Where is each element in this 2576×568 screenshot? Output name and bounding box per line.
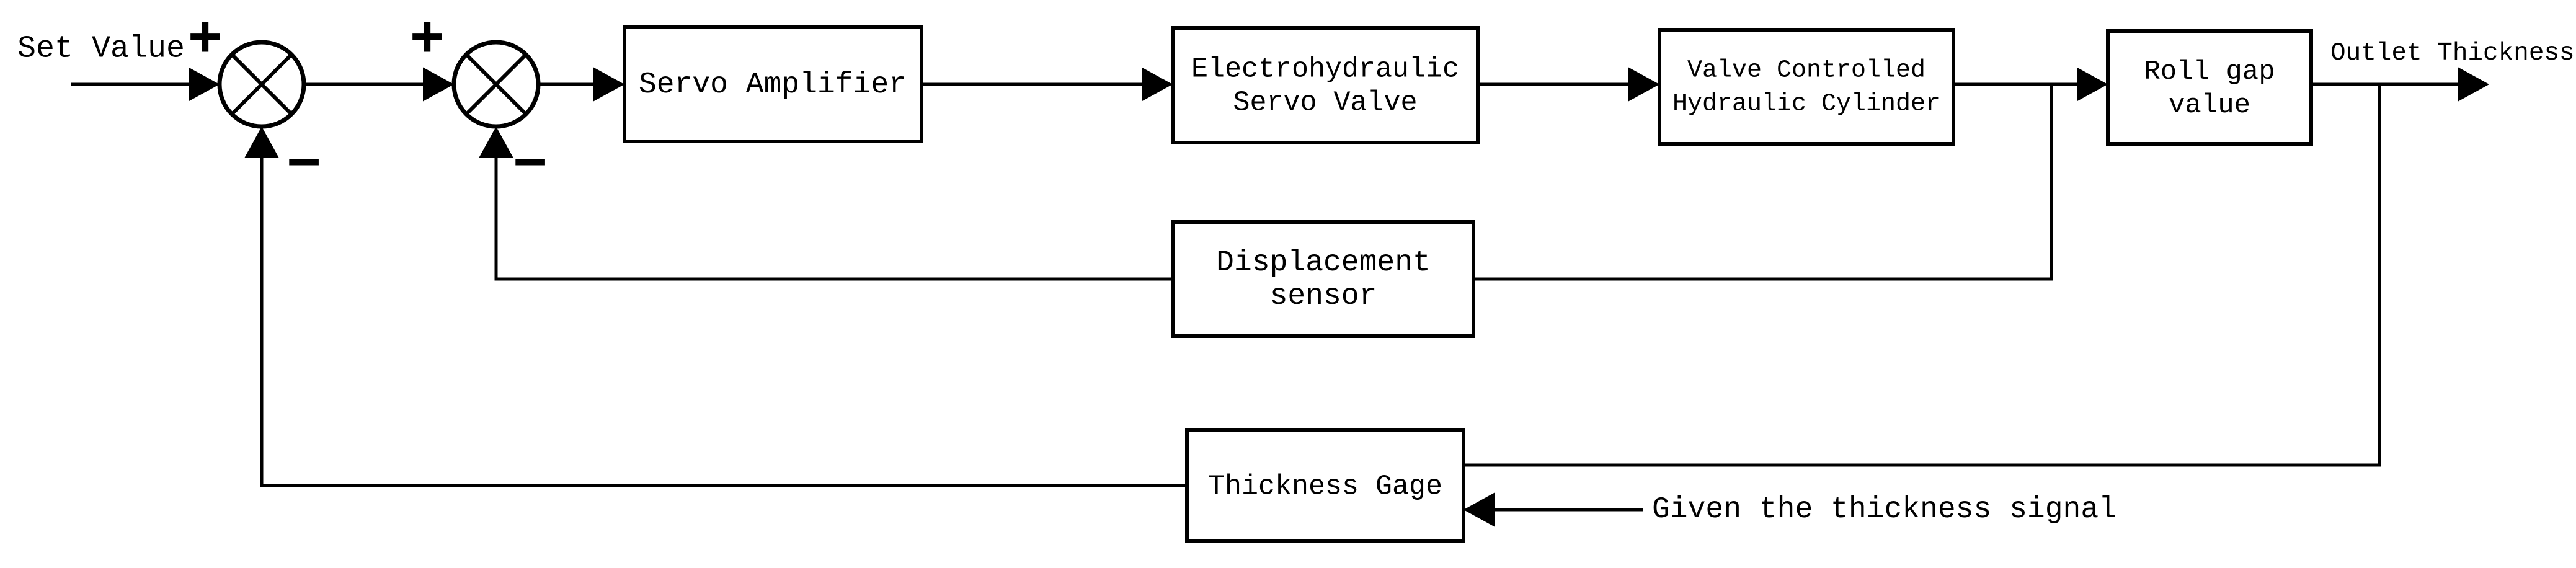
- cylinder-output-to-displacement-sensor-line: [1473, 84, 2053, 281]
- sum-cross-icon: [464, 53, 528, 116]
- set-value-label: Set Value: [17, 32, 185, 67]
- junction1-minus-sign: −: [286, 133, 321, 200]
- displacement-sensor-label-line1: Displacement: [1216, 246, 1431, 280]
- displacement-sensor-box: [1171, 220, 1475, 338]
- displacement-sensor-to-junction2-arrow: [479, 126, 1173, 281]
- block-displacement-sensor: Displacement sensor: [1171, 220, 1475, 338]
- block-electrohydraulic-servo-valve: Electrohydraulic Servo Valve: [1171, 26, 1480, 144]
- servo-amplifier-box: [623, 25, 923, 143]
- roll-gap-value-box: [2106, 29, 2313, 146]
- thickness-gage-to-junction1-arrow: [244, 126, 1187, 487]
- displacement-sensor-label-line2: sensor: [1270, 280, 1377, 313]
- valve-controlled-hydraulic-cylinder-box: [1658, 28, 1955, 146]
- electrohydraulic-servo-valve-box: [1171, 26, 1480, 144]
- junction2-plus-sign: +: [409, 7, 445, 74]
- electrohydraulic-servo-valve-label-line1: Electrohydraulic: [1191, 54, 1459, 86]
- outlet-thickness-label: Outlet Thickness: [2330, 39, 2575, 68]
- block-valve-controlled-hydraulic-cylinder: Valve Controlled Hydraulic Cylinder: [1658, 28, 1955, 146]
- roll-gap-value-label-line1: Roll gap: [2144, 56, 2275, 87]
- block-thickness-gage: Thickness Gage: [1185, 428, 1465, 543]
- servo-amplifier-label: Servo Amplifier: [639, 68, 907, 102]
- valve-controlled-hydraulic-cylinder-label-line2: Hydraulic Cylinder: [1672, 91, 1940, 118]
- junction1-plus-sign: +: [187, 7, 223, 74]
- thickness-gage-label: Thickness Gage: [1208, 471, 1442, 503]
- thickness-gage-box: [1185, 428, 1465, 543]
- electrohydraulic-servo-valve-label-line2: Servo Valve: [1233, 87, 1417, 119]
- block-roll-gap-value: Roll gap value: [2106, 29, 2313, 146]
- summing-junction-2: + −: [409, 7, 548, 200]
- junction2-minus-sign: −: [512, 133, 548, 200]
- given-thickness-signal-label: Given the thickness signal: [1652, 493, 2116, 526]
- valve-controlled-hydraulic-cylinder-label-line1: Valve Controlled: [1687, 57, 1925, 85]
- roll-gap-value-label-line2: value: [2169, 90, 2250, 121]
- outlet-thickness-to-thickness-gage-line: [1463, 84, 2381, 467]
- summing-junction-1: + −: [187, 7, 321, 200]
- sum-cross-icon: [230, 53, 293, 116]
- block-servo-amplifier: Servo Amplifier: [623, 25, 923, 143]
